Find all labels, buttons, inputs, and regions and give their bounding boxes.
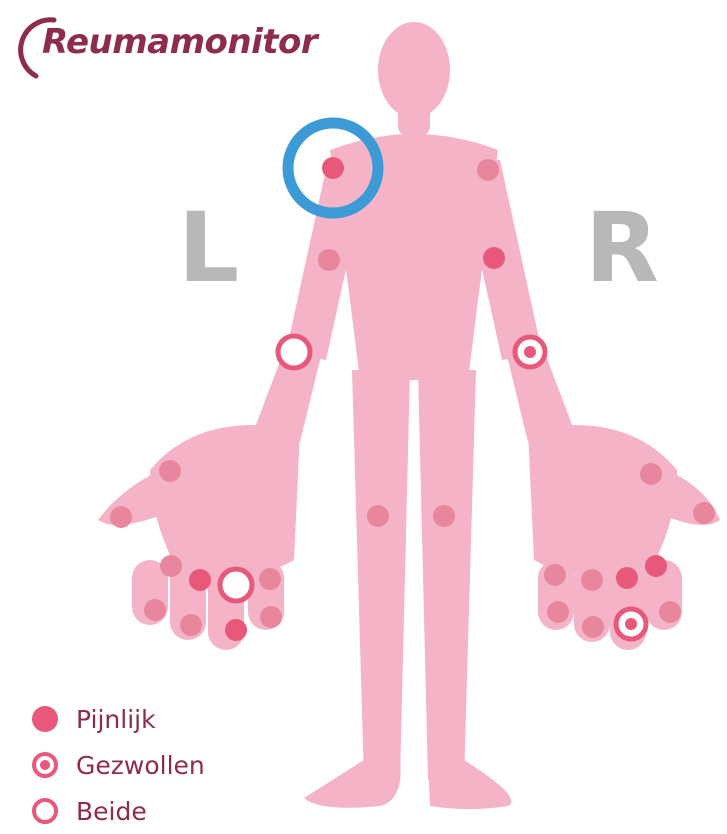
body-right-leg bbox=[418, 370, 476, 780]
legend-item-beide: Beide bbox=[30, 788, 205, 834]
legend-label: Beide bbox=[76, 797, 147, 826]
joint-right-ring-pip[interactable] bbox=[616, 609, 646, 639]
joint-left-knee[interactable] bbox=[367, 505, 389, 527]
app-logo: Reumamonitor bbox=[42, 22, 317, 62]
joint-left-elbow[interactable] bbox=[318, 249, 340, 271]
joint-right-pinky-mcp[interactable] bbox=[645, 555, 667, 577]
joint-right-middle-mcp[interactable] bbox=[581, 569, 603, 591]
body-neck bbox=[398, 100, 430, 136]
joint-left-palm[interactable] bbox=[159, 460, 181, 482]
side-label-left: L bbox=[178, 200, 239, 296]
side-label-right: R bbox=[585, 200, 659, 296]
filled-dot-icon bbox=[30, 704, 60, 734]
joint-right-middle-pip[interactable] bbox=[582, 616, 604, 638]
joint-right-shoulder[interactable] bbox=[477, 159, 499, 181]
legend-label: Gezwollen bbox=[76, 751, 205, 780]
legend-item-pijnlijk: Pijnlijk bbox=[30, 696, 205, 742]
legend-label: Pijnlijk bbox=[76, 705, 156, 734]
joint-right-knee[interactable] bbox=[433, 505, 455, 527]
ring-icon bbox=[30, 796, 60, 826]
joint-left-middle-pip[interactable] bbox=[225, 619, 247, 641]
body-right-foot bbox=[428, 760, 511, 809]
joint-left-ring-pip[interactable] bbox=[180, 614, 202, 636]
joint-left-ring-mcp[interactable] bbox=[189, 569, 211, 591]
body-left-foot bbox=[304, 760, 401, 808]
joint-left-index-pip[interactable] bbox=[260, 606, 282, 628]
body-silhouette bbox=[98, 22, 720, 809]
joint-right-index-mcp[interactable] bbox=[544, 564, 566, 586]
legend-item-gezwollen: Gezwollen bbox=[30, 742, 205, 788]
legend: Pijnlijk Gezwollen Beide bbox=[30, 696, 205, 834]
joint-right-index-pip[interactable] bbox=[547, 601, 569, 623]
joint-left-index-mcp[interactable] bbox=[259, 568, 281, 590]
joint-right-thumb[interactable] bbox=[693, 502, 715, 524]
body-left-leg bbox=[352, 370, 410, 780]
joint-left-pinky-pip[interactable] bbox=[144, 599, 166, 621]
joint-right-pinky-pip[interactable] bbox=[659, 601, 681, 623]
dot-in-ring-icon bbox=[30, 750, 60, 780]
joint-left-thumb[interactable] bbox=[110, 506, 132, 528]
joint-right-elbow[interactable] bbox=[483, 247, 505, 269]
joint-left-wrist[interactable] bbox=[278, 336, 310, 368]
joint-right-wrist[interactable] bbox=[515, 337, 545, 367]
joint-left-pinky-mcp[interactable] bbox=[160, 555, 182, 577]
joint-right-ring-mcp[interactable] bbox=[616, 567, 638, 589]
joint-right-palm[interactable] bbox=[640, 463, 662, 485]
joint-left-middle-mcp[interactable] bbox=[220, 569, 252, 601]
